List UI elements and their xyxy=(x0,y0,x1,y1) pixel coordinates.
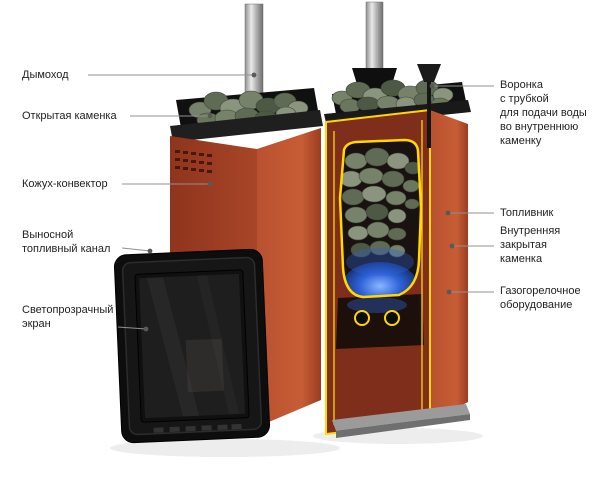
inner-closed-heater-chamber xyxy=(338,138,423,299)
burner-bay xyxy=(336,294,424,349)
inner-stones xyxy=(340,147,421,258)
base-plate xyxy=(332,404,470,431)
leader-dots xyxy=(143,72,455,332)
door-bottom-vents xyxy=(153,423,242,433)
gas-burner-ports xyxy=(354,310,400,326)
label-fuel-channel: Выносной топливный канал xyxy=(22,229,111,255)
top-rim-left xyxy=(170,110,323,142)
outer-side-face xyxy=(430,110,468,422)
label-gas-burner-equipment: Газогорелочное оборудование xyxy=(500,285,581,311)
floor-shadow-left xyxy=(110,439,340,457)
label-inner-closed-heater: Внутренняя закрытая каменка xyxy=(500,225,561,265)
leader-lines xyxy=(88,74,494,330)
burner-flame xyxy=(342,262,418,297)
label-chimney: Дымоход xyxy=(22,69,69,81)
leader-fuel-channel xyxy=(121,247,151,252)
burner-underglow xyxy=(347,297,407,313)
fuel-channel-door xyxy=(113,248,271,444)
water-funnel-part xyxy=(417,64,441,148)
label-firebox: Топливник xyxy=(500,207,554,219)
left-stove xyxy=(113,3,323,444)
right-stove-cutaway xyxy=(324,1,471,438)
base-plate-edge xyxy=(336,414,470,438)
label-water-funnel: Воронка с трубкой для подачи воды во вну… xyxy=(500,79,587,147)
label-convector-casing: Кожух-конвектор xyxy=(22,178,108,190)
vent-slots xyxy=(175,150,212,173)
glass-screen xyxy=(138,273,246,419)
label-translucent-screen: Светопрозрачный экран xyxy=(22,304,114,330)
leader-screen xyxy=(117,326,147,330)
label-open-heater: Открытая каменка xyxy=(22,110,117,122)
convector-side-face xyxy=(257,128,321,427)
